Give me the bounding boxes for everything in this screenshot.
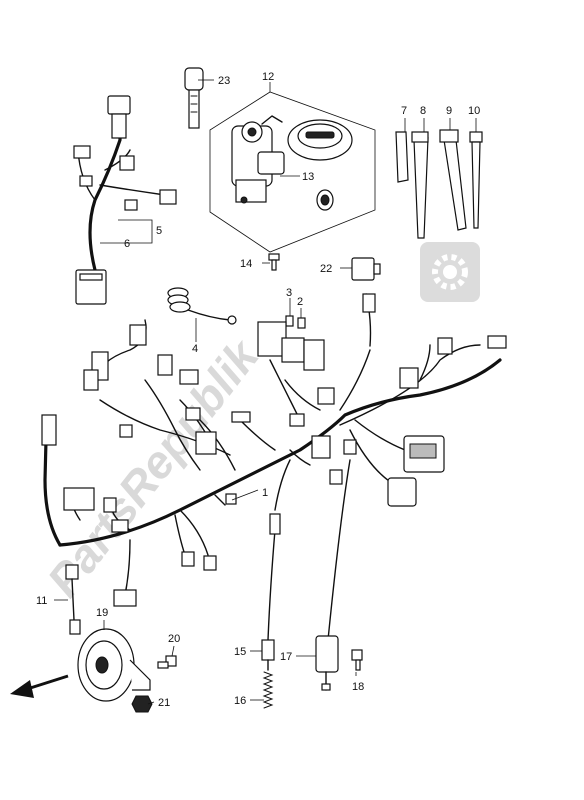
callout-8: 8: [420, 105, 426, 117]
callout-14: 14: [240, 258, 252, 270]
lead-wire-11: [65, 564, 81, 635]
callout-18: 18: [352, 681, 364, 693]
callout-13: 13: [302, 171, 314, 183]
callout-9: 9: [446, 105, 452, 117]
callout-11: 11: [36, 595, 47, 607]
horn: [77, 628, 151, 702]
speed-sensor: [315, 635, 363, 691]
callout-23: 23: [218, 75, 230, 87]
cable-clamps: [395, 129, 483, 239]
callout-17: 17: [280, 651, 292, 663]
leader-lines: [54, 79, 477, 705]
front-arrow-icon: [10, 674, 69, 698]
callout-2: 2: [297, 296, 303, 308]
callout-6: 6: [124, 238, 130, 250]
callout-15: 15: [234, 646, 246, 658]
callout-20: 20: [168, 633, 180, 645]
ignition-lock-set: [209, 91, 376, 253]
gear-icon: [420, 242, 480, 302]
harness-connectors: [41, 321, 507, 607]
callout-1: 1: [262, 487, 268, 499]
screw: [268, 253, 280, 271]
callout-21: 21: [158, 697, 170, 709]
fuses: [285, 315, 306, 329]
bolt-nut: [131, 655, 177, 713]
callout-3: 3: [286, 287, 292, 299]
callout-22: 22: [320, 263, 332, 275]
callout-16: 16: [234, 695, 246, 707]
callout-10: 10: [468, 105, 480, 117]
callout-7: 7: [401, 105, 407, 117]
sub-harness: [73, 95, 177, 305]
spring-clip: [167, 287, 237, 342]
key: [184, 67, 204, 129]
callout-5: 5: [156, 225, 162, 237]
callout-19: 19: [96, 607, 108, 619]
callout-4: 4: [192, 343, 198, 355]
callout-12: 12: [262, 71, 274, 83]
sensor-switch: [261, 639, 275, 709]
callout-labels: 23 12 13 14 7 8 9 10 5 6 22 3 2 4 1 11 1…: [36, 71, 480, 709]
connector-22: [351, 257, 381, 347]
